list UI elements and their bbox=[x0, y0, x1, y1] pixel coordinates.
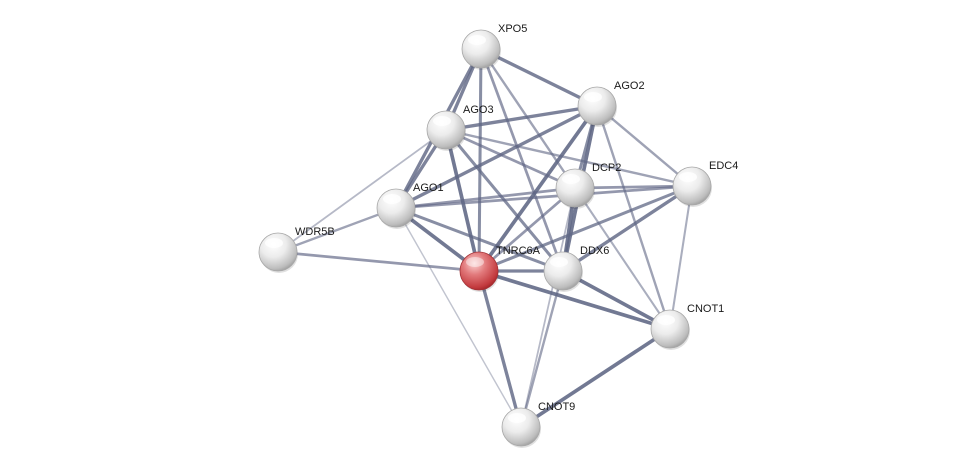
edge-xpo5-tnrc6a bbox=[477, 47, 483, 273]
edge-dcp2-edc4 bbox=[573, 184, 694, 190]
query-node-sphere[interactable] bbox=[459, 251, 499, 291]
edge-cnot1-cnot9 bbox=[519, 327, 672, 429]
node-ago1[interactable]: AGO1 bbox=[376, 182, 444, 229]
node-label-xpo5: XPO5 bbox=[498, 23, 527, 35]
node-label-tnrc6a: TNRC6A bbox=[496, 245, 541, 257]
node-highlight bbox=[679, 172, 697, 182]
edge-edc4-ddx6 bbox=[561, 184, 694, 273]
edge-dcp2-cnot9 bbox=[520, 187, 576, 428]
edge-dcp2-tnrc6a bbox=[477, 186, 577, 273]
node-cnot9[interactable]: CNOT9 bbox=[501, 401, 575, 448]
node-ddx6[interactable]: DDX6 bbox=[543, 245, 609, 292]
node-highlight bbox=[383, 194, 401, 204]
node-label-edc4: EDC4 bbox=[709, 160, 738, 172]
node-ago3[interactable]: AGO3 bbox=[426, 104, 494, 151]
edge-ago3-dcp2 bbox=[444, 128, 577, 190]
node-highlight bbox=[562, 174, 580, 184]
edge-ddx6-cnot1 bbox=[561, 269, 672, 331]
node-highlight bbox=[508, 413, 526, 423]
edge-tnrc6a-cnot1 bbox=[477, 269, 672, 331]
node-highlight bbox=[584, 92, 602, 102]
node-label-ago1: AGO1 bbox=[413, 182, 444, 194]
node-dcp2[interactable]: DCP2 bbox=[555, 162, 621, 209]
edge-ago2-cnot1 bbox=[595, 104, 672, 331]
edge-ago1-wdr5b bbox=[276, 206, 398, 254]
edge-tnrc6a-cnot9 bbox=[477, 269, 523, 429]
node-highlight bbox=[466, 257, 484, 267]
node-label-ago3: AGO3 bbox=[463, 104, 494, 116]
edge-ago2-ago3 bbox=[444, 104, 599, 132]
node-label-wdr5b: WDR5B bbox=[295, 226, 335, 238]
edge-ago2-tnrc6a bbox=[477, 104, 599, 273]
node-label-dcp2: DCP2 bbox=[592, 162, 621, 174]
edge-ago1-edc4 bbox=[394, 184, 694, 210]
node-edc4[interactable]: EDC4 bbox=[672, 160, 738, 207]
node-xpo5[interactable]: XPO5 bbox=[461, 23, 527, 70]
edge-ago3-edc4 bbox=[444, 128, 694, 188]
edge-ddx6-cnot9 bbox=[519, 269, 565, 429]
node-highlight bbox=[550, 257, 568, 267]
edge-ago3-wdr5b bbox=[277, 129, 447, 253]
edge-xpo5-ddx6 bbox=[479, 47, 565, 273]
node-tnrc6a[interactable]: TNRC6A bbox=[459, 245, 541, 292]
node-highlight bbox=[433, 116, 451, 126]
edge-dcp2-cnot1 bbox=[573, 186, 672, 331]
node-label-cnot1: CNOT1 bbox=[687, 303, 724, 315]
edge-ago1-ddx6 bbox=[394, 206, 565, 273]
node-ago2[interactable]: AGO2 bbox=[577, 80, 645, 127]
edge-edc4-tnrc6a bbox=[477, 184, 694, 273]
edge-edc4-cnot1 bbox=[668, 184, 694, 331]
edge-ago1-cnot9 bbox=[395, 207, 522, 428]
edge-ago2-edc4 bbox=[595, 104, 694, 188]
edge-wdr5b-tnrc6a bbox=[276, 250, 481, 273]
node-label-ddx6: DDX6 bbox=[580, 245, 609, 257]
node-highlight bbox=[265, 238, 283, 248]
node-highlight bbox=[657, 315, 675, 325]
node-label-ago2: AGO2 bbox=[614, 80, 645, 92]
node-wdr5b[interactable]: WDR5B bbox=[258, 226, 335, 273]
edge-xpo5-ago2 bbox=[479, 47, 599, 108]
edge-ago2-ago1 bbox=[394, 104, 599, 210]
node-cnot1[interactable]: CNOT1 bbox=[650, 303, 724, 350]
node-label-cnot9: CNOT9 bbox=[538, 401, 575, 413]
node-highlight bbox=[468, 35, 486, 45]
